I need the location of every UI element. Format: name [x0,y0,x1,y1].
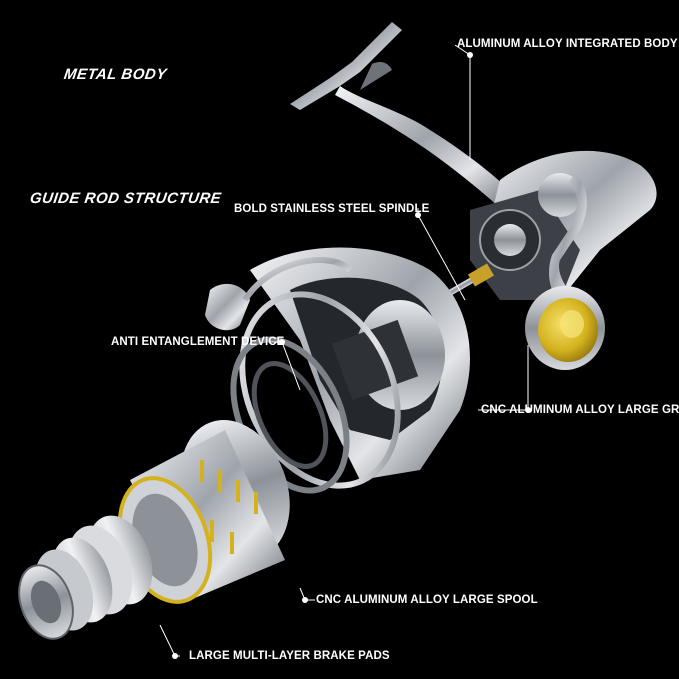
dot-brake-pads [172,653,178,659]
grip-knob [525,286,605,370]
label-spindle: BOLD STAINLESS STEEL SPINDLE [234,203,430,215]
rotor [205,247,470,480]
brake-pads [18,515,153,640]
bail-ring [239,291,401,489]
dot-spool [302,597,308,603]
dot-grip [525,407,531,413]
dot-anti-entanglement [279,339,285,345]
leader-spool [299,587,315,601]
leader-dots [172,52,531,659]
leader-brake-pads [159,624,180,657]
dot-integrated-body [467,52,473,58]
leader-integrated-body [454,44,471,160]
reel-body [470,150,657,310]
label-large-spool: CNC ALUMINUM ALLOY LARGE SPOOL [316,594,538,606]
heading-guide-rod-structure: GUIDE ROD STRUCTURE [28,190,223,207]
label-integrated-body: ALUMINUM ALLOY INTEGRATED BODY [457,38,678,50]
label-anti-entanglement: ANTI ENTANGLEMENT DEVICE [111,336,285,348]
leader-grip [478,345,529,411]
handle-arm [290,22,520,212]
heading-metal-body: METAL BODY [62,66,168,83]
label-brake-pads: LARGE MULTI-LAYER BRAKE PADS [189,650,390,662]
dot-spindle [415,212,421,218]
label-large-grip: CNC ALUMINUM ALLOY LARGE GRIP [481,404,679,416]
